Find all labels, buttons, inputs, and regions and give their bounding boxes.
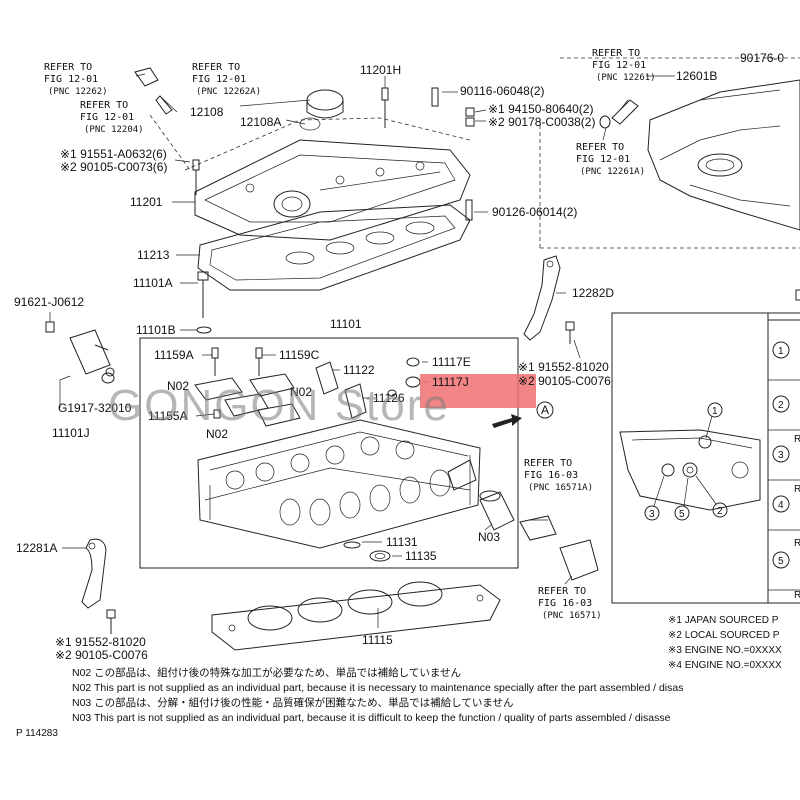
label-n02-1: N02	[167, 379, 189, 393]
label-11131: 11131	[386, 535, 418, 549]
label-12108a: 12108A	[240, 115, 281, 129]
engine-hanger-left	[81, 538, 116, 634]
label-11115: 11115	[362, 633, 393, 647]
table-r4: R	[794, 590, 800, 601]
source-legend: ※1 JAPAN SOURCED P ※2 LOCAL SOURCED P ※3…	[668, 615, 782, 671]
sensor-top-left	[134, 67, 173, 115]
label-11101b: 11101B	[136, 323, 176, 337]
label-12601b: 12601B	[676, 69, 717, 83]
label-12108: 12108	[190, 105, 224, 119]
label-11101a: 11101A	[133, 276, 173, 290]
label-11126: 11126	[373, 391, 405, 405]
note-n03-en: N03 This part is not supplied as an indi…	[72, 712, 671, 724]
callout-3: 3	[649, 509, 655, 520]
callout-5: 5	[679, 509, 685, 520]
page-code: P 114283	[16, 728, 58, 739]
label-11117j: 11117J	[432, 375, 469, 389]
oil-control-valve	[45, 321, 115, 384]
label-91621: 91621-J0612	[14, 295, 84, 309]
leader-lines	[49, 73, 675, 628]
label-90105-c0073: ※2 90105-C0073(6)	[60, 160, 167, 174]
label-90105-left: ※2 90105-C0076	[55, 648, 148, 662]
label-12281a: 12281A	[16, 541, 57, 555]
label-view-a: A	[541, 403, 549, 417]
head-cover-gasket	[197, 204, 471, 291]
label-12282d: 12282D	[572, 286, 614, 300]
head-cover-dashed-box	[539, 57, 800, 249]
label-90116: 90116-06048(2)	[460, 84, 545, 98]
label-11101j: 11101J	[52, 426, 90, 440]
label-n02-2: N02	[290, 385, 312, 399]
legend-3: ※3 ENGINE NO.=0XXXX	[668, 645, 782, 656]
table-2: 2	[778, 400, 784, 411]
label-91552-left: ※1 91552-81020	[55, 635, 146, 649]
label-94150: ※1 94150-80640(2)	[488, 102, 593, 116]
callout-2: 2	[717, 506, 723, 517]
arrow-to-view-a	[492, 414, 522, 428]
label-11201h: 11201H	[360, 63, 401, 77]
table-5: 5	[778, 556, 784, 567]
label-90105-right: ※2 90105-C0076	[518, 374, 611, 388]
table-1: 1	[778, 346, 784, 357]
label-90178: ※2 90178-C0038(2)	[488, 115, 595, 129]
water-hose	[519, 515, 599, 581]
note-n03-jp: N03 この部品は、分解・組付け後の性能・品質確保が困難なため、単品では補給して…	[72, 696, 514, 709]
seals	[343, 541, 391, 562]
engine-hanger-right	[523, 255, 575, 344]
store-watermark: GONGON Store	[108, 381, 450, 430]
oil-filler-cap	[299, 89, 344, 131]
label-11117e: 11117E	[432, 355, 471, 369]
callout-1: 1	[712, 406, 718, 417]
detail-view-box	[611, 289, 800, 604]
label-91552-right: ※1 91552-81020	[518, 360, 609, 374]
label-11159a: 11159A	[154, 348, 194, 362]
camshaft-bearing-caps	[194, 347, 301, 427]
label-11122: 11122	[343, 363, 375, 377]
bolts-top	[192, 87, 475, 221]
cylinder-head-cover	[194, 139, 471, 241]
label-11101: 11101	[330, 317, 362, 331]
label-n02-3: N02	[206, 427, 228, 441]
legend-1: ※1 JAPAN SOURCED P	[668, 615, 779, 626]
head-bolt	[196, 271, 212, 334]
label-90176: 90176-0	[740, 51, 784, 65]
label-11213: 11213	[137, 248, 170, 262]
footnotes: N02 この部品は、組付け後の特殊な加工が必要なため、単品では補給していません …	[72, 666, 683, 724]
label-11135: 11135	[405, 549, 437, 563]
table-4: 4	[778, 500, 784, 511]
note-n02-en: N02 This part is not supplied as an indi…	[72, 682, 683, 694]
cylinder-head	[197, 419, 481, 549]
pcv-hose	[599, 99, 639, 129]
spark-plug-tube	[479, 490, 515, 531]
label-11155a: 11155A	[148, 409, 188, 423]
part-labels: 11201H 90116-06048(2) ※1 94150-80640(2) …	[14, 51, 800, 662]
label-n03: N03	[478, 530, 500, 544]
cylinder-head-cover-right	[647, 79, 800, 231]
highlight-11117j	[420, 374, 536, 408]
table-r1: R	[794, 434, 800, 445]
legend-4: ※4 ENGINE NO.=0XXXX	[668, 660, 782, 671]
cylinder-head-box	[139, 337, 519, 569]
table-3: 3	[778, 450, 784, 461]
table-r2: R	[794, 484, 800, 495]
head-gasket	[211, 581, 501, 651]
label-g1917: G1917-32010	[58, 401, 132, 415]
label-90126: 90126-06014(2)	[492, 205, 577, 219]
table-r3: R	[794, 538, 800, 549]
label-11201: 11201	[130, 195, 163, 209]
note-n02-jp: N02 この部品は、組付け後の特殊な加工が必要なため、単品では補給していません	[72, 666, 461, 679]
label-91551: ※1 91551-A0632(6)	[60, 147, 167, 161]
legend-2: ※2 LOCAL SOURCED P	[668, 630, 780, 641]
view-a-marker	[536, 401, 554, 419]
label-11159c: 11159C	[279, 348, 320, 362]
